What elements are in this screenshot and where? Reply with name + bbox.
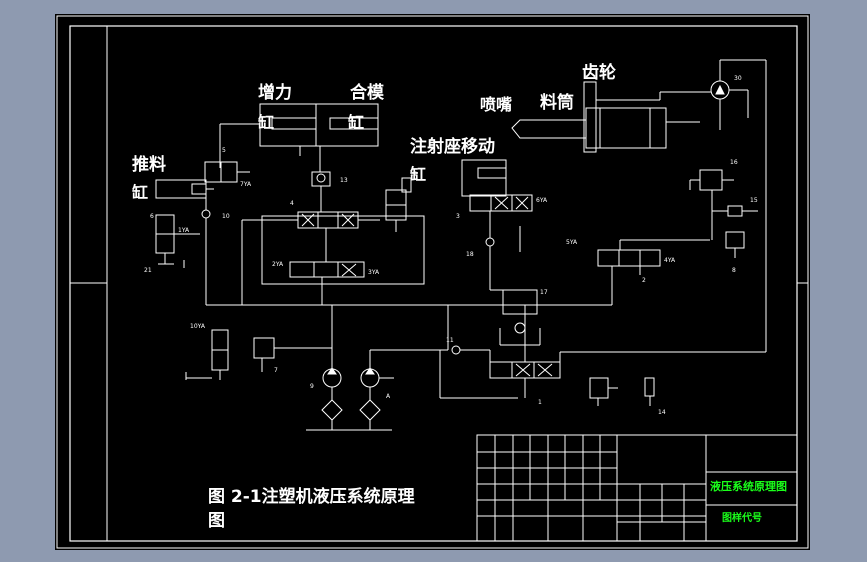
label-clamp-cylinder: 合模 bbox=[350, 82, 385, 103]
figure-caption: 图 2-1注塑机液压系统原理 bbox=[208, 486, 415, 507]
label-clamp-cylinder-suffix: 缸 bbox=[347, 113, 364, 132]
comp-18: 18 bbox=[466, 251, 474, 258]
comp-4: 4 bbox=[290, 200, 294, 207]
comp-2: 2 bbox=[642, 277, 646, 284]
comp-10ya: 10YA bbox=[190, 323, 206, 330]
drawing-sheet bbox=[55, 14, 810, 550]
comp-10: 10 bbox=[222, 213, 230, 220]
comp-21: 21 bbox=[144, 267, 152, 274]
label-injection-carriage-suffix: 缸 bbox=[409, 165, 426, 184]
outer-frame bbox=[56, 15, 809, 549]
comp-3ya: 3YA bbox=[368, 269, 380, 276]
drawing-number-label: 图样代号 bbox=[722, 511, 762, 524]
label-booster-cylinder: 增力 bbox=[258, 82, 292, 103]
comp-7: 7 bbox=[274, 367, 278, 374]
comp-5: 5 bbox=[222, 147, 226, 154]
label-injection-carriage: 注射座移动 bbox=[410, 136, 495, 157]
comp-2ya: 2YA bbox=[272, 261, 284, 268]
comp-6ya: 6YA bbox=[536, 197, 548, 204]
comp-1ya: 1YA bbox=[178, 227, 190, 234]
comp-30: 30 bbox=[734, 75, 742, 82]
figure-caption-wrap: 图 bbox=[208, 511, 225, 531]
comp-17: 17 bbox=[540, 289, 548, 296]
comp-a: A bbox=[386, 393, 391, 400]
comp-12: 12 bbox=[410, 171, 418, 178]
comp-13: 13 bbox=[340, 177, 348, 184]
comp-9: 9 bbox=[310, 383, 314, 390]
comp-5ya: 5YA bbox=[566, 239, 578, 246]
comp-8: 8 bbox=[732, 267, 736, 274]
comp-6: 6 bbox=[150, 213, 154, 220]
label-nozzle: 喷嘴 bbox=[480, 95, 512, 114]
circuit-lines bbox=[155, 59, 767, 431]
comp-11: 11 bbox=[446, 337, 454, 344]
label-push-cylinder: 推料 bbox=[132, 154, 166, 175]
label-push-cylinder-suffix: 缸 bbox=[131, 183, 148, 202]
comp-15: 15 bbox=[750, 197, 758, 204]
comp-4ya: 4YA bbox=[664, 257, 676, 264]
comp-3: 3 bbox=[456, 213, 460, 220]
comp-14: 14 bbox=[658, 409, 666, 416]
comp-1: 1 bbox=[538, 399, 542, 406]
label-booster-cylinder-suffix: 缸 bbox=[257, 113, 274, 132]
drawing-title: 液压系统原理图 bbox=[710, 479, 787, 493]
comp-16: 16 bbox=[730, 159, 738, 166]
comp-7ya: 7YA bbox=[240, 181, 252, 188]
label-barrel: 料筒 bbox=[540, 92, 574, 113]
title-block bbox=[476, 434, 798, 542]
label-gear: 齿轮 bbox=[582, 62, 616, 83]
